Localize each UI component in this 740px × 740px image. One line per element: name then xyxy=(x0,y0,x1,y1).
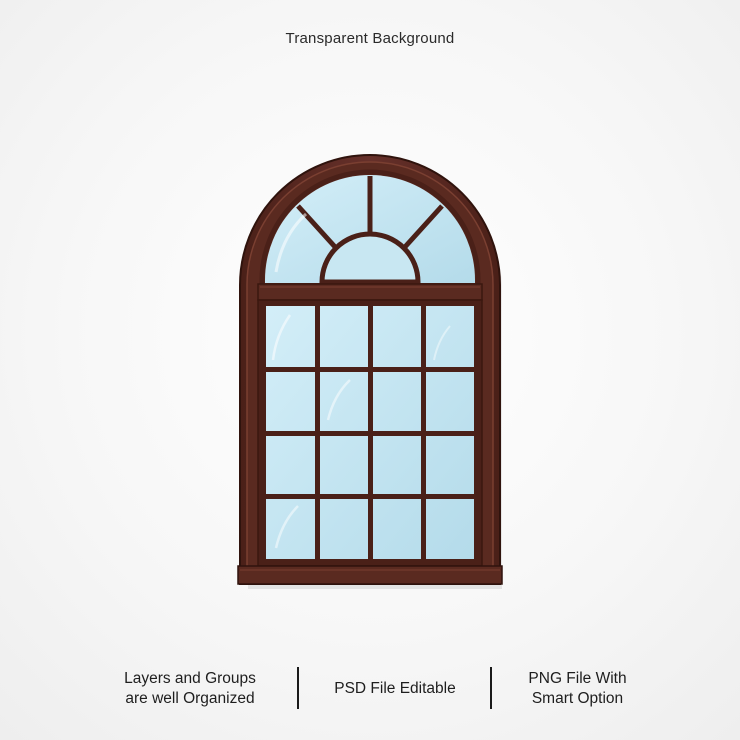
feature-psd: PSD File Editable xyxy=(300,664,490,714)
feature-psd-line1: PSD File Editable xyxy=(334,680,456,697)
glass-highlight-1 xyxy=(271,314,292,361)
feature-png: PNG File With Smart Option xyxy=(495,664,660,714)
top-caption: Transparent Background xyxy=(285,30,455,47)
footer-divider-1 xyxy=(297,667,299,709)
arch-sash xyxy=(259,169,481,284)
feature-layers-line1: Layers and Groups xyxy=(124,670,256,687)
feature-footer: Layers and Groups are well Organized PSD… xyxy=(0,664,740,714)
glass-highlight-2 xyxy=(326,379,351,421)
arch-highlight xyxy=(274,212,308,273)
muntin-h2 xyxy=(266,431,474,436)
arch-center-fan xyxy=(319,231,421,285)
arch-muntin-right xyxy=(402,204,444,250)
feature-png-line1: PNG File With xyxy=(528,670,627,687)
arch-muntin-left xyxy=(296,204,338,250)
transom-bar xyxy=(257,283,483,301)
feature-png-line2: Smart Option xyxy=(531,690,624,707)
window-sill xyxy=(237,565,503,585)
footer-divider-2 xyxy=(490,667,492,709)
feature-layers: Layers and Groups are well Organized xyxy=(90,664,290,714)
muntin-h1 xyxy=(266,367,474,372)
glass-highlight-3 xyxy=(274,505,299,549)
glass-highlight-4 xyxy=(433,325,451,361)
muntin-h3 xyxy=(266,494,474,499)
feature-layers-line2: are well Organized xyxy=(125,690,255,707)
